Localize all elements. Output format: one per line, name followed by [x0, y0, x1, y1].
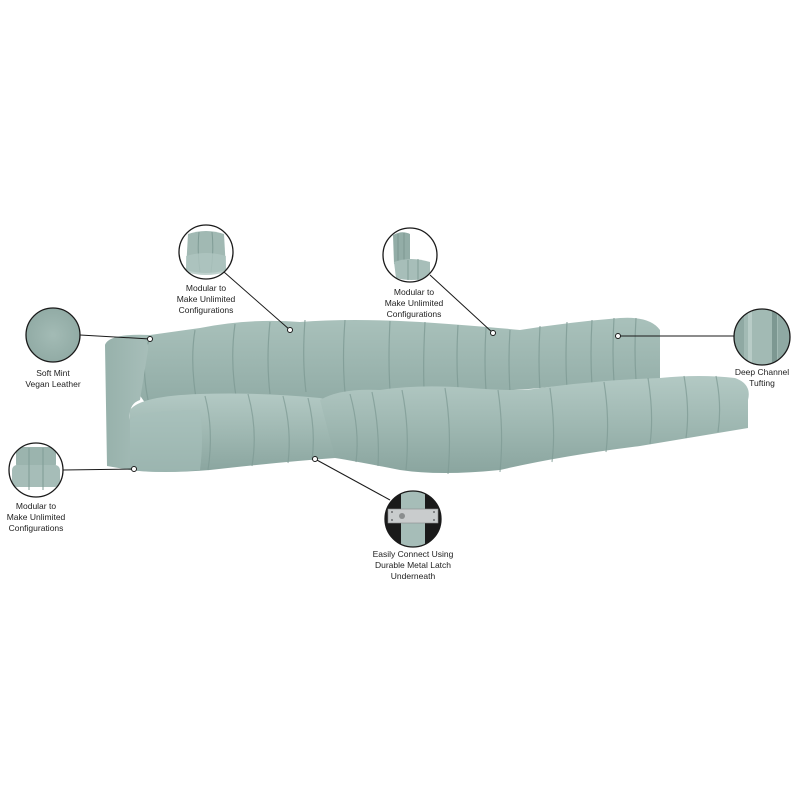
- caption-modular-left: Modular to Make Unlimited Configurations: [0, 501, 76, 534]
- callout-anchor-dots: [131, 327, 621, 472]
- caption-line: Modular to: [393, 287, 435, 297]
- caption-line: Underneath: [390, 571, 436, 581]
- sofa-backrest: [105, 317, 660, 410]
- caption-line: Modular to: [185, 283, 227, 293]
- caption-line: Vegan Leather: [25, 379, 81, 389]
- caption-line: Soft Mint: [36, 368, 70, 378]
- caption-line: Easily Connect Using: [372, 549, 454, 559]
- side-chair-thumbnail: [382, 227, 438, 283]
- caption-metal-latch: Easily Connect Using Durable Metal Latch…: [368, 549, 458, 582]
- caption-line: Configurations: [178, 305, 234, 315]
- corner-chair-thumbnail: [178, 224, 234, 280]
- caption-line: Make Unlimited: [384, 298, 444, 308]
- caption-line: Make Unlimited: [176, 294, 236, 304]
- sofa-left-seat: [130, 393, 335, 472]
- caption-line: Durable Metal Latch: [374, 560, 452, 570]
- caption-soft-mint: Soft Mint Vegan Leather: [13, 368, 93, 390]
- tufting-closeup-thumbnail: [733, 308, 791, 366]
- metal-latch-thumbnail: [384, 490, 442, 548]
- sofa-center-seat: [320, 375, 749, 475]
- caption-modular-top-right: Modular to Make Unlimited Configurations: [374, 287, 454, 320]
- caption-line: Configurations: [8, 523, 64, 533]
- sofa-left-side-panel: [105, 336, 149, 470]
- caption-line: Tufting: [749, 378, 775, 388]
- caption-line: Make Unlimited: [6, 512, 66, 522]
- caption-line: Modular to: [15, 501, 57, 511]
- armless-chair-thumbnail: [8, 442, 64, 498]
- callout-leader-lines: [62, 271, 734, 501]
- caption-line: Configurations: [386, 309, 442, 319]
- caption-modular-top-left: Modular to Make Unlimited Configurations: [166, 283, 246, 316]
- caption-deep-channel: Deep Channel Tufting: [722, 367, 800, 389]
- caption-line: Deep Channel: [734, 367, 790, 377]
- swatch-thumbnail: [25, 307, 81, 363]
